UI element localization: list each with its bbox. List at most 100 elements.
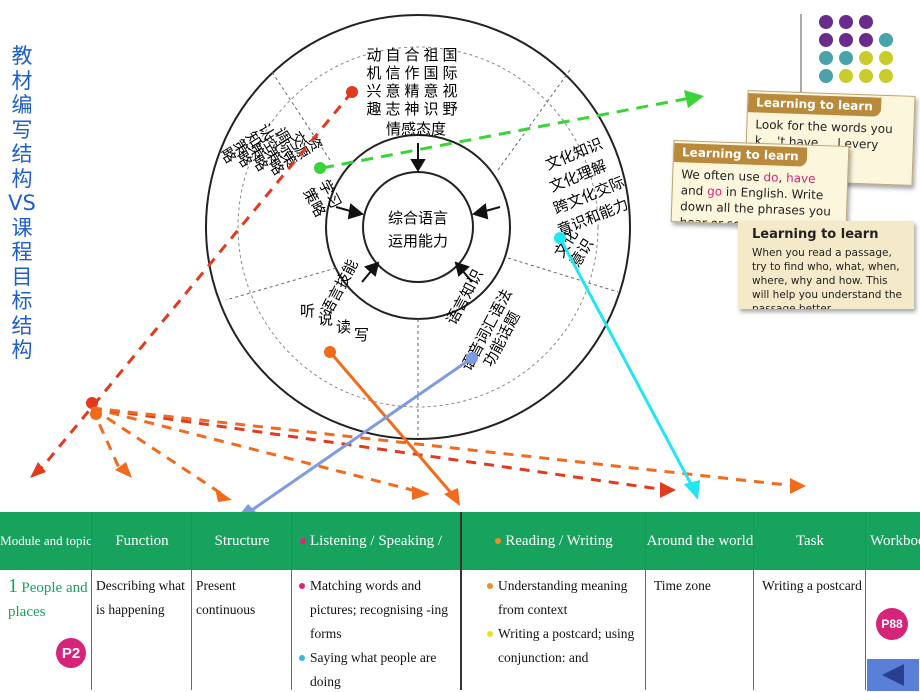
svg-text:意: 意 [385,82,400,100]
decorative-dots [819,15,893,83]
card-body: We often use do, have and go in English.… [679,167,832,229]
deco-vertical-line [800,14,802,94]
syllabus-table: Module and topic Function Structure List… [0,512,920,692]
svg-text:神: 神 [404,100,419,118]
svg-text:机: 机 [366,64,381,82]
center-line-1: 综合语言 [388,209,448,227]
cyan-arrow [558,237,694,487]
deco-dot [839,69,853,83]
svg-text:信: 信 [385,64,400,82]
red-node [346,86,358,98]
connector-arrows [30,86,806,512]
wheel-center-circle [362,171,474,283]
deco-dot [859,51,873,65]
svg-text:合: 合 [404,46,419,64]
deco-dot [879,51,893,65]
svg-text:国: 国 [442,46,457,64]
module-topic: People and places [8,580,88,620]
red-arrowhead [30,462,46,478]
module-page-badge[interactable]: P2 [56,638,86,668]
back-triangle-icon [882,664,904,686]
skill-item: 读 [336,318,351,336]
deco-dot [859,15,873,29]
deco-dot [879,33,893,47]
svg-text:祖: 祖 [423,46,438,64]
cell-around-the-world: Time zone [654,578,711,593]
skills-items: 听说读写 [300,302,369,344]
header-task: Task [795,532,825,549]
skill-item: 听 [300,302,315,320]
header-listening-speaking: Listening / Speaking / [292,512,468,570]
svg-text:兴: 兴 [366,82,381,100]
learning-card-3: Learning to learn When you read a passag… [738,221,914,309]
svg-text:识: 识 [423,100,438,118]
learning-card-2: Learning to learn We often use do, have … [670,139,850,229]
skill-item: 写 [354,326,369,344]
header-workbook: Workbook [870,532,920,549]
svg-text:意: 意 [423,82,438,100]
svg-text:志: 志 [385,100,400,118]
divider [225,267,337,301]
svg-text:趣: 趣 [366,100,381,118]
wheel-middle-ring [237,46,599,408]
header-module-topic: Module and topic [0,533,92,548]
inner-arrows [335,143,501,283]
red-dashed-arrow-up [38,91,354,471]
green-node [314,162,326,174]
deco-dot [819,15,833,29]
wheel-outer-ring [205,14,631,440]
cyan-node [554,232,566,244]
attitude-label: 情感态度 [386,120,446,138]
workbook-page-badge[interactable]: P88 [876,608,908,640]
header-around-the-world: Around the world [646,532,754,549]
header-structure: Structure [214,532,270,549]
svg-text:际: 际 [442,64,457,82]
green-dashed-arrow [321,96,691,170]
cell-reading-writing: Understanding meaning from context Writi… [486,574,638,690]
cell-module: 1 People and places [8,574,88,690]
knowledge-label: 语言知识 [443,266,487,327]
deco-dot [819,51,833,65]
divider [497,69,571,171]
deco-dot [879,69,893,83]
divider [507,257,619,293]
deco-dot [839,51,853,65]
orange-arrow [328,351,454,495]
orange-node [324,346,336,358]
skills-label: 语言技能 [318,256,362,317]
red-origin-node [86,397,98,409]
cell-task: Writing a postcard [762,578,862,593]
svg-text:视: 视 [442,82,457,100]
center-line-2: 运用能力 [388,232,448,250]
svg-text:动: 动 [366,46,381,64]
deco-dot [839,33,853,47]
deco-dot [839,15,853,29]
module-number: 1 [8,575,18,597]
skill-item: 说 [318,310,333,328]
cell-function: Describing what is happening [96,578,185,617]
svg-text:精: 精 [404,82,419,100]
header-function: Function [115,532,169,549]
svg-text:自: 自 [385,46,400,64]
card-header: Learning to learn [752,227,879,242]
svg-text:野: 野 [442,100,457,118]
deco-dot [819,69,833,83]
deco-dot [819,33,833,47]
back-button[interactable] [866,658,920,692]
blue-arrow [251,356,473,512]
cell-structure: Present continuous [196,578,256,617]
header-reading-writing: Reading / Writing [462,512,646,570]
svg-text:国: 国 [423,64,438,82]
card-body: When you read a passage, try to find who… [752,247,903,309]
deco-dot [859,69,873,83]
blue-node [466,352,478,364]
deco-dot [859,33,873,47]
